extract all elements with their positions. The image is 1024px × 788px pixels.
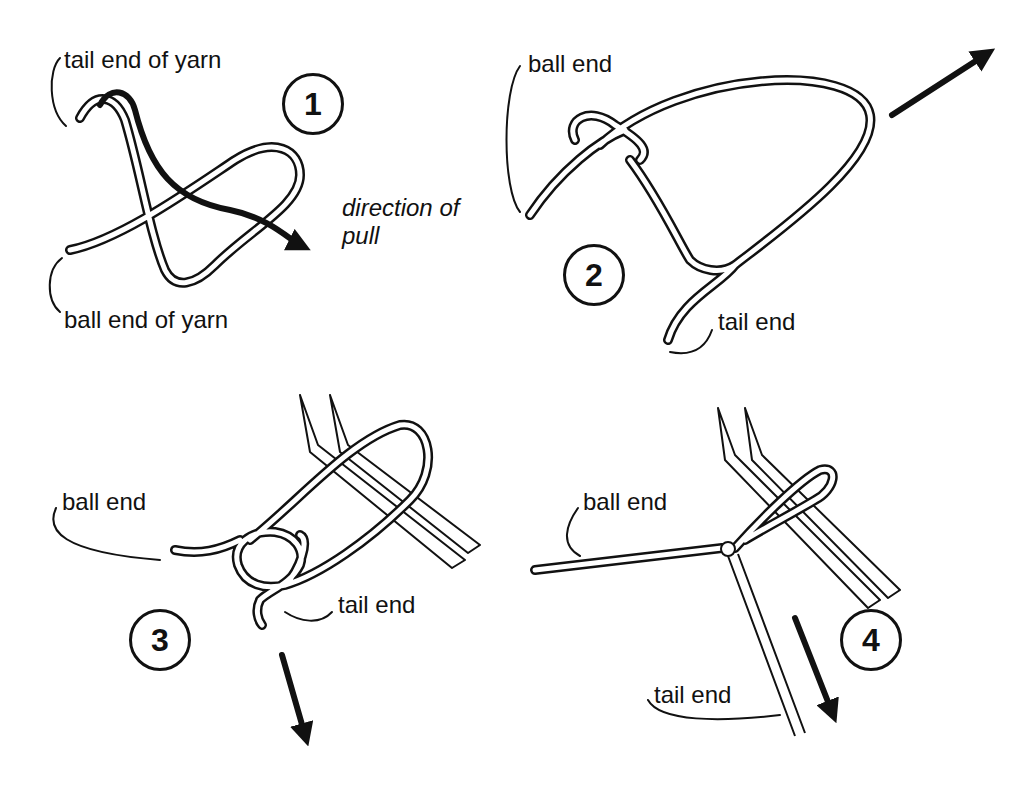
yarn-end-label: ball end [528,50,612,78]
step-number-circle: 4 [840,609,902,671]
step-number-circle: 2 [563,244,625,306]
step-number: 1 [304,86,322,123]
step-number: 3 [151,622,169,659]
yarn-end-label: ball end [583,488,667,516]
yarn-end-label: ball end of yarn [64,306,228,334]
yarn-end-label: ball end [62,488,146,516]
step-number-circle: 1 [282,73,344,135]
yarn-end-label: tail end [338,591,415,619]
step-number: 2 [585,257,603,294]
step-number: 4 [862,622,880,659]
direction-label: direction of pull [342,194,472,250]
step-number-circle: 3 [129,609,191,671]
yarn-end-label: tail end [654,681,731,709]
yarn-end-label: tail end of yarn [64,46,221,74]
yarn-end-label: tail end [718,308,795,336]
